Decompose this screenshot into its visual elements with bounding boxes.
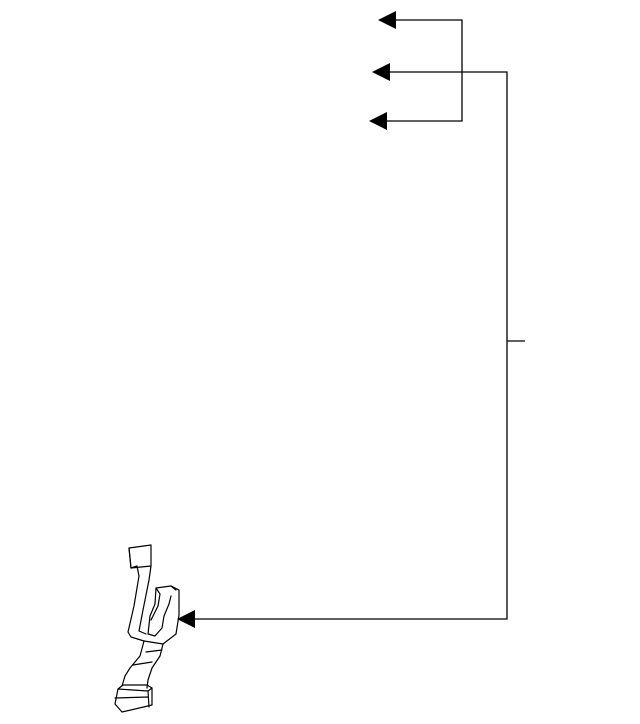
arrowhead-top-3 [369,112,387,130]
arrowhead-part [177,610,195,628]
part-bracket-drawing [114,544,180,713]
top-bracket-line [386,19,463,122]
arrowhead-top-2 [372,63,390,81]
arrowhead-top-1 [378,11,396,29]
main-leader-line [194,71,508,620]
